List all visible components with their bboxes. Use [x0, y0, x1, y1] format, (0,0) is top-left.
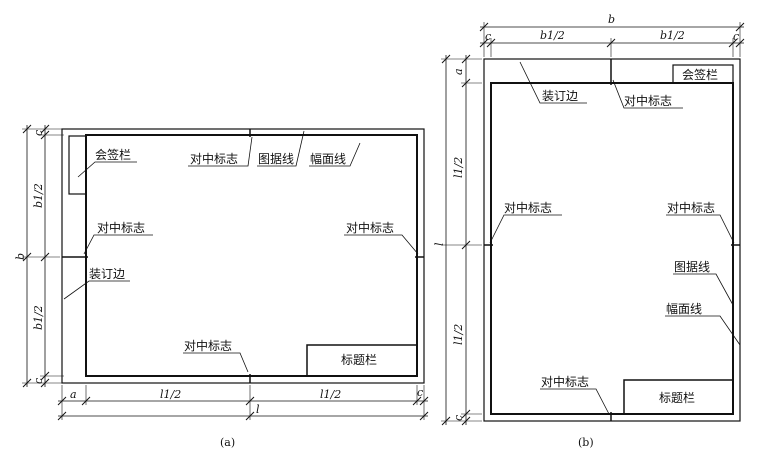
b-binding-edge-label: 装订边	[542, 89, 578, 103]
a-leader-frame-line	[257, 130, 305, 167]
b-dim-a-label: a	[452, 68, 465, 75]
a-dim-b1-bottom-label: b1/2	[32, 305, 45, 330]
a-leader-binding	[63, 280, 130, 300]
a-dim-b-label: b	[14, 253, 27, 260]
a-leader-center-right	[344, 234, 419, 255]
b-leader-center-left	[489, 214, 562, 244]
b-frame-line-rect	[490, 82, 734, 415]
b-dim-l-label: l	[433, 242, 446, 246]
figure-a: 会签栏 对中标志 图据线 幅面线 对中标志 对中标志 装订边 对中标志 标题栏 …	[14, 124, 429, 449]
b-title-block-box	[623, 379, 734, 415]
a-title-block-box	[306, 344, 418, 377]
b-trim-line-rect	[483, 58, 741, 422]
a-leader-center-bottom	[183, 352, 249, 373]
a-trim-line-rect	[61, 128, 425, 384]
b-center-mark-right-label: 对中标志	[667, 200, 715, 215]
a-countersign-box	[68, 135, 87, 195]
b-dim-b1-right-label: b1/2	[660, 29, 685, 42]
a-leader-countersign	[77, 161, 137, 178]
figure-b: 会签栏 装订边 对中标志 对中标志 对中标志 图据线 幅面线 对中标志 标题栏 …	[433, 13, 745, 449]
a-dim-b1-top-label: b1/2	[32, 183, 45, 208]
a-dim-l1-right-label: l1/2	[320, 388, 341, 401]
a-frame-line-rect	[85, 134, 418, 377]
b-center-mark-top-label: 对中标志	[624, 93, 672, 108]
b-caption: (b)	[578, 436, 594, 449]
a-title-block-label: 标题栏	[341, 352, 377, 367]
b-trim-line-label: 幅面线	[666, 301, 702, 316]
a-countersign-label: 会签栏	[95, 147, 131, 162]
a-dim-a-label: a	[70, 388, 77, 401]
a-dim-c-right-label: c	[417, 386, 423, 399]
a-leader-center-left	[83, 234, 153, 255]
b-leader-binding	[519, 61, 587, 104]
a-binding-edge-label: 装订边	[89, 267, 125, 281]
b-dim-c-bottom-label: c	[452, 415, 465, 421]
a-center-mark-left-label: 对中标志	[97, 220, 145, 235]
b-leader-center-bottom	[540, 388, 610, 415]
a-leader-trim-line	[309, 142, 361, 167]
b-countersign-box	[672, 64, 734, 84]
b-dim-b-label: b	[608, 13, 615, 26]
a-dim-l-label: l	[256, 403, 260, 416]
b-dim-l1-top-label: l1/2	[452, 157, 465, 178]
b-dim-c-left-label: c	[485, 30, 491, 43]
b-leader-center-right	[666, 214, 735, 244]
a-dim-c-top-label: c	[32, 130, 45, 136]
a-frame-line-label: 图据线	[258, 152, 294, 166]
b-center-mark-bottom-label: 对中标志	[541, 374, 589, 389]
a-dim-l1-left-label: l1/2	[160, 388, 181, 401]
a-dim-c-bottom-label: c	[32, 378, 45, 384]
a-center-mark-bottom-label: 对中标志	[184, 338, 232, 353]
b-countersign-label: 会签栏	[682, 67, 718, 82]
b-leader-center-top	[612, 79, 683, 109]
b-frame-line-label: 图据线	[674, 260, 710, 274]
b-title-block-label: 标题栏	[659, 390, 695, 405]
a-center-mark-top-label: 对中标志	[190, 151, 238, 166]
a-leader-center-top	[188, 136, 253, 167]
b-dim-b1-left-label: b1/2	[540, 29, 565, 42]
b-leader-frame-line	[673, 273, 734, 306]
a-caption: (a)	[220, 436, 235, 449]
b-dim-c-right-label: c	[733, 30, 739, 43]
b-center-mark-left-label: 对中标志	[504, 200, 552, 215]
a-center-mark-right-label: 对中标志	[346, 220, 394, 235]
b-leader-trim-line	[665, 315, 741, 346]
b-dim-l1-bottom-label: l1/2	[452, 324, 465, 345]
a-trim-line-label: 幅面线	[310, 151, 346, 166]
